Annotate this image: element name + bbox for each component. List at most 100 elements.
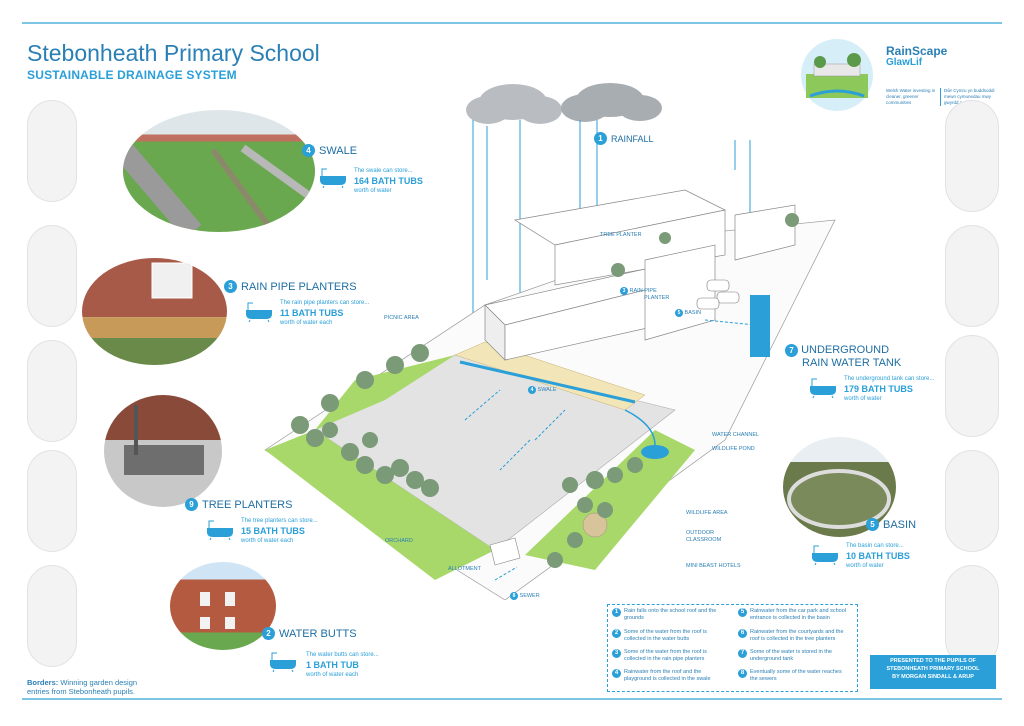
basin-number-badge: 5	[866, 518, 879, 531]
legend-text: Some of the water from the roof is colle…	[624, 649, 707, 662]
pupil-design-sketch-9	[945, 450, 999, 552]
wb-amount: 1 BATH TUB	[306, 659, 359, 670]
oc-line1: OUTDOOR	[686, 530, 715, 536]
basin-intro: The basin can store...	[846, 543, 904, 549]
tp-amount: 15 BATH TUBS	[241, 525, 305, 536]
wb-number-badge: 2	[262, 627, 275, 640]
bathtub-icon	[246, 302, 272, 323]
basin-label: BASIN	[883, 518, 917, 531]
bottom-rule	[22, 698, 1002, 700]
wildlife-pond	[641, 445, 669, 459]
pupil-design-sketch-2	[27, 225, 77, 327]
swale-number-badge: 4	[302, 144, 315, 157]
basin-diagram-badge: 5	[675, 309, 683, 317]
tp-suffix: worth of water each	[241, 537, 294, 544]
picnic-area-label: PICNIC AREA	[384, 315, 419, 321]
swale-channel	[459, 360, 636, 404]
rpp-number-badge: 3	[224, 280, 237, 293]
orchard-grass	[265, 430, 495, 580]
trees	[291, 213, 799, 568]
presented-line2: STEBONHEATH PRIMARY SCHOOL	[886, 665, 980, 672]
presented-box: PRESENTED TO THE PUPILS OF STEBONHEATH P…	[870, 655, 996, 689]
ut-amount: 179 BATH TUBS	[844, 383, 913, 394]
legend-text: Some of the water from the roof is colle…	[624, 629, 707, 642]
swale-heading: 4 SWALE	[302, 144, 357, 157]
wildlife-area-grass	[525, 430, 695, 570]
presented-line1: PRESENTED TO THE PUPILS OF	[890, 658, 976, 664]
water-channel-label: WATER CHANNEL	[712, 432, 760, 438]
cloud-left	[466, 84, 562, 124]
legend-text: Some of the water is stored in the under…	[750, 649, 832, 662]
site-isometric-diagram	[264, 83, 836, 600]
rain-pipe-planter-photo	[82, 258, 227, 365]
tp-intro: The tree planters can store...	[241, 518, 318, 524]
pupil-design-sketch-6	[945, 100, 999, 212]
tree-planter-photo	[104, 395, 222, 507]
logo-name-1: RainScape	[886, 44, 948, 58]
legend-badge: 5	[738, 608, 747, 617]
rainfall-number-badge: 1	[594, 132, 607, 145]
ut-number-badge: 7	[785, 344, 798, 357]
bathtub-icon	[207, 520, 233, 541]
tree-planter-diagram-label: TREE PLANTER	[600, 232, 642, 238]
rainfall-text: RAINFALL	[611, 133, 654, 144]
wb-label: WATER BUTTS	[279, 627, 357, 640]
pupil-design-sketch-8	[945, 335, 999, 437]
page-subtitle: SUSTAINABLE DRAINAGE SYSTEM	[27, 68, 237, 82]
ut-label-1: UNDERGROUND	[801, 344, 890, 356]
rain-pipe-planters-capacity: The rain pipe planters can store...11 BA…	[244, 300, 369, 327]
allotment-shed	[489, 537, 521, 566]
swale-amount: 164 BATH TUBS	[354, 175, 423, 186]
swale-intro: The swale can store...	[354, 168, 413, 174]
outdoor-classroom-circle	[582, 512, 608, 538]
rpp-diagram-badge: 3	[620, 287, 628, 295]
pupil-design-sketch-7	[945, 225, 999, 327]
bathtub-icon	[810, 378, 836, 399]
legend-badge: 6	[738, 629, 747, 638]
water-butts-heading: 2 WATER BUTTS	[262, 627, 357, 640]
legend-badge: 8	[738, 669, 747, 678]
picnic-grass	[315, 355, 455, 430]
swale-label: SWALE	[319, 144, 358, 157]
borders-note-text: Winning garden design entries from Stebo…	[27, 678, 138, 696]
rpp-suffix: worth of water each	[280, 319, 333, 326]
oc-line2: CLASSROOM	[686, 537, 722, 544]
wb-suffix: worth of water each	[306, 671, 359, 678]
rpp-diagram-line2: PLANTER	[644, 295, 670, 302]
swale-suffix: worth of water	[354, 187, 392, 194]
rpp-amount: 11 BATH TUBS	[280, 307, 344, 318]
basin-suffix: worth of water	[846, 562, 884, 569]
basin-heading: 5 BASIN	[866, 518, 916, 531]
rainscape-logo-circle	[801, 39, 873, 111]
pupil-design-sketch-5	[27, 565, 77, 667]
legend-badge: 2	[612, 629, 621, 638]
legend-text: Rain falls onto the school roof and the …	[624, 608, 717, 621]
swale-diagram-text: SWALE	[537, 387, 557, 393]
wildlife-area-label: WILDLIFE AREA	[686, 510, 728, 516]
pupil-design-sketch-1	[27, 100, 77, 202]
logo-tagline-en: Welsh Water investing in cleaner, greene…	[886, 88, 936, 105]
wildlife-pond-label: WILDLIFE POND	[712, 446, 755, 452]
cloud-right	[561, 83, 662, 122]
legend-text: Rainwater from the courtyards and the ro…	[750, 629, 844, 642]
tree-planters-capacity: The tree planters can store...15 BATH TU…	[205, 518, 318, 545]
underground-tank-heading: 7 UNDERGROUND RAIN WATER TANK	[785, 344, 901, 370]
car-park-cars	[696, 279, 740, 310]
tp-label: TREE PLANTERS	[202, 498, 293, 511]
swale-diagram-label: 4 SWALE	[528, 386, 557, 394]
basin-diagram-label: 5 BASIN	[675, 309, 701, 317]
water-butts-photo	[170, 562, 276, 650]
pupil-design-sketch-4	[27, 450, 77, 552]
orchard-label: ORCHARD	[385, 538, 413, 544]
bathtub-icon	[320, 168, 346, 189]
